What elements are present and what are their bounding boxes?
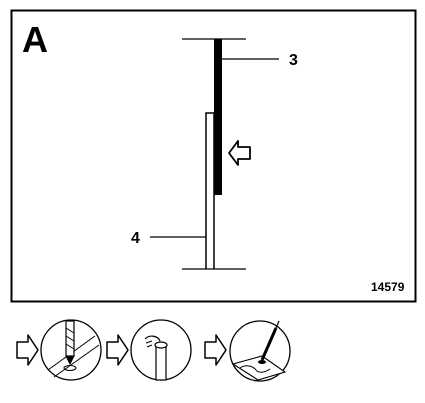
sealing-icon: [229, 320, 291, 382]
riveting-icon: [130, 319, 192, 381]
step-arrow-icon: [204, 334, 227, 366]
direction-arrow-icon: [228, 140, 251, 166]
panel-letter: A: [22, 19, 48, 60]
dark-strip: [214, 39, 222, 195]
callout-4-label: 4: [131, 230, 140, 247]
step-arrow-icon: [106, 334, 129, 366]
light-panel: [205, 112, 215, 269]
reference-code: 14579: [371, 280, 405, 294]
procedure-icon-row: [16, 319, 291, 382]
callout-3-label: 3: [289, 52, 298, 69]
diagram-frame: [10, 9, 417, 303]
step-arrow-icon: [16, 334, 39, 366]
drilling-icon: [40, 319, 102, 381]
